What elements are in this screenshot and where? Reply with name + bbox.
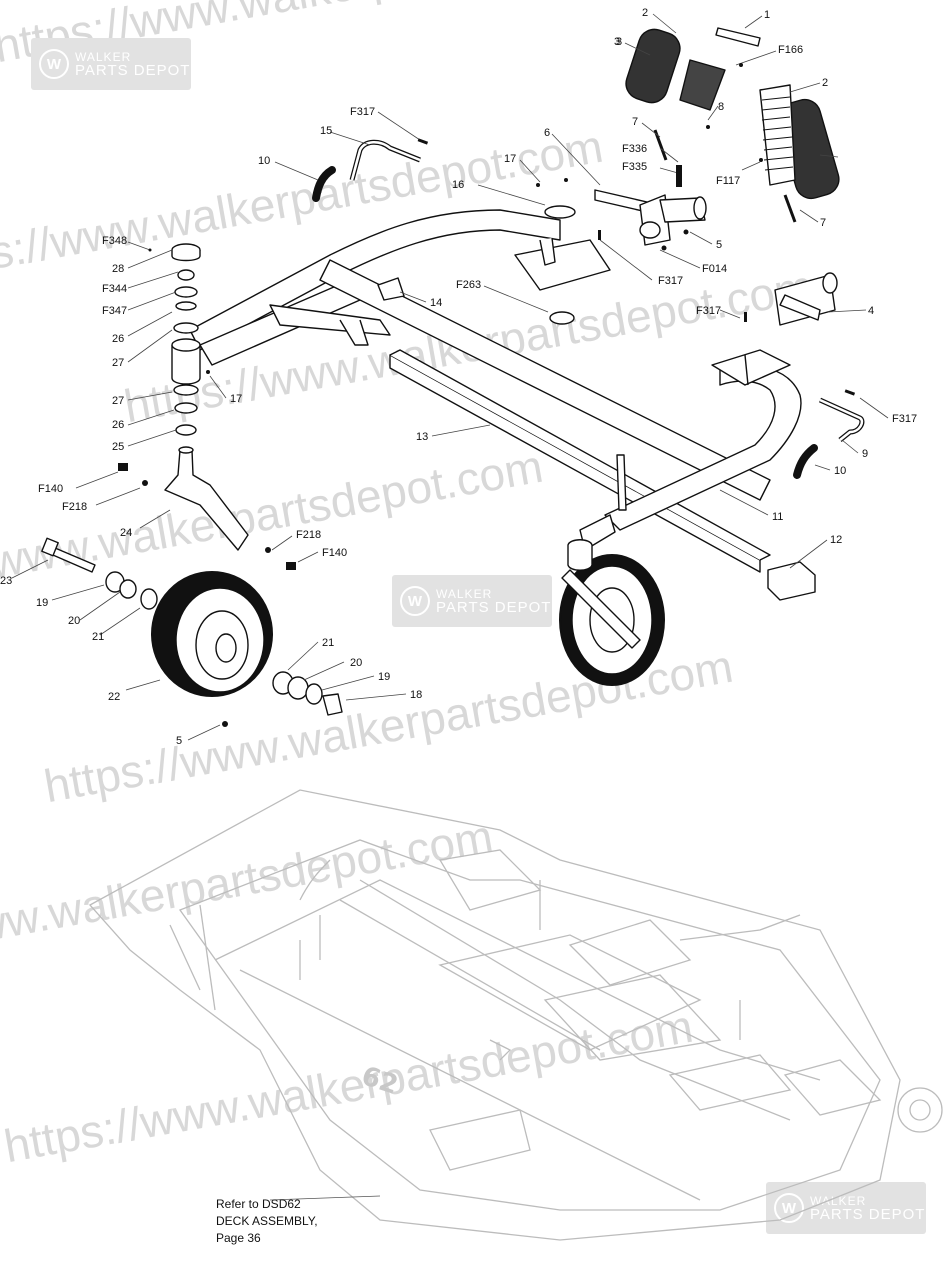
callout-label: 7	[820, 217, 826, 229]
deck-note-leader	[269, 1195, 381, 1201]
note-line1: Refer to DSD62	[216, 1197, 301, 1211]
deck-emblem: 62	[358, 1061, 402, 1101]
note-line3: Page 36	[216, 1231, 261, 1245]
small-fasteners	[118, 63, 856, 727]
callout-labels: 123F1662378F336F335F1177F3171510617165F0…	[0, 7, 917, 747]
callout-label: F317	[892, 413, 917, 425]
callout-label: 17	[230, 393, 242, 405]
callout-label: 17	[504, 153, 516, 165]
callout-label: F117	[716, 175, 740, 187]
callout-label: 23	[0, 575, 12, 587]
watermark-badge: W WALKER PARTS DEPOT	[766, 1182, 926, 1234]
callout-label: F166	[778, 44, 803, 56]
walker-logo-icon: W	[39, 49, 69, 79]
callout-label: 25	[112, 441, 124, 453]
callout-label: 11	[772, 511, 783, 523]
callout-label: 27	[112, 357, 124, 369]
callout-label: 5	[716, 239, 722, 251]
callout-label: F263	[456, 279, 481, 291]
callout-label: 24	[120, 527, 132, 539]
callout-label: 27	[112, 395, 124, 407]
callout-label: F218	[62, 501, 87, 513]
callout-label: 2	[642, 7, 648, 19]
watermark-badge: W WALKER PARTS DEPOT	[31, 38, 191, 90]
callout-label: 2	[822, 77, 828, 89]
badge-line2: PARTS DEPOT	[436, 598, 552, 616]
callout-label: 20	[68, 615, 80, 627]
deck-reference-note: Refer to DSD62 DECK ASSEMBLY, Page 36	[216, 1196, 318, 1247]
callout-label: F344	[102, 283, 127, 295]
lift-frame	[41, 27, 865, 716]
watermark-badge: W WALKER PARTS DEPOT	[392, 575, 552, 627]
callout-label: F218	[296, 529, 321, 541]
callout-label: 13	[416, 431, 428, 443]
callout-label: 22	[108, 691, 120, 703]
callout-label: F317	[350, 106, 375, 118]
badge-line1: WALKER	[75, 49, 132, 64]
badge-line2: PARTS DEPOT	[75, 61, 191, 79]
walker-logo-icon: W	[774, 1193, 804, 1223]
callout-label: 18	[410, 689, 422, 701]
callout-label: 21	[322, 637, 334, 649]
callout-label: 21	[92, 631, 104, 643]
callout-label: F347	[102, 305, 127, 317]
callout-label: 3	[616, 36, 622, 48]
callout-label: 7	[632, 116, 638, 128]
callout-label: 3	[614, 36, 620, 48]
badge-line2: PARTS DEPOT	[810, 1205, 926, 1223]
callout-label: 26	[112, 419, 124, 431]
callout-label: 20	[350, 657, 362, 669]
callout-label: F336	[622, 143, 647, 155]
badge-line1: WALKER	[436, 586, 493, 601]
callout-label: 12	[830, 534, 842, 546]
mower-deck	[88, 789, 943, 1241]
badge-line1: WALKER	[810, 1193, 867, 1208]
callout-label: F317	[696, 305, 721, 317]
callout-label: F335	[622, 161, 647, 173]
callout-label: 5	[176, 735, 182, 747]
callout-label: F317	[658, 275, 683, 287]
callout-label: 9	[862, 448, 868, 460]
callout-label: F014	[702, 263, 727, 275]
callout-label: 6	[544, 127, 550, 139]
callout-label: 10	[258, 155, 270, 167]
callout-label: F140	[38, 483, 63, 495]
callout-label: 19	[36, 597, 48, 609]
callout-label: 1	[764, 9, 770, 21]
callout-label: 15	[320, 125, 332, 137]
callout-label: 4	[868, 305, 874, 317]
callout-leaders	[11, 13, 889, 741]
callout-label: F140	[322, 547, 347, 559]
callout-label: 14	[430, 297, 442, 309]
callout-label: 8	[718, 101, 724, 113]
callout-label: 16	[452, 179, 464, 191]
callout-label: 19	[378, 671, 390, 683]
callout-label: 10	[834, 465, 846, 477]
walker-logo-icon: W	[400, 586, 430, 616]
note-line2: DECK ASSEMBLY,	[216, 1214, 318, 1228]
callout-label: 26	[112, 333, 124, 345]
callout-label: 28	[112, 263, 124, 275]
callout-label: F348	[102, 235, 127, 247]
